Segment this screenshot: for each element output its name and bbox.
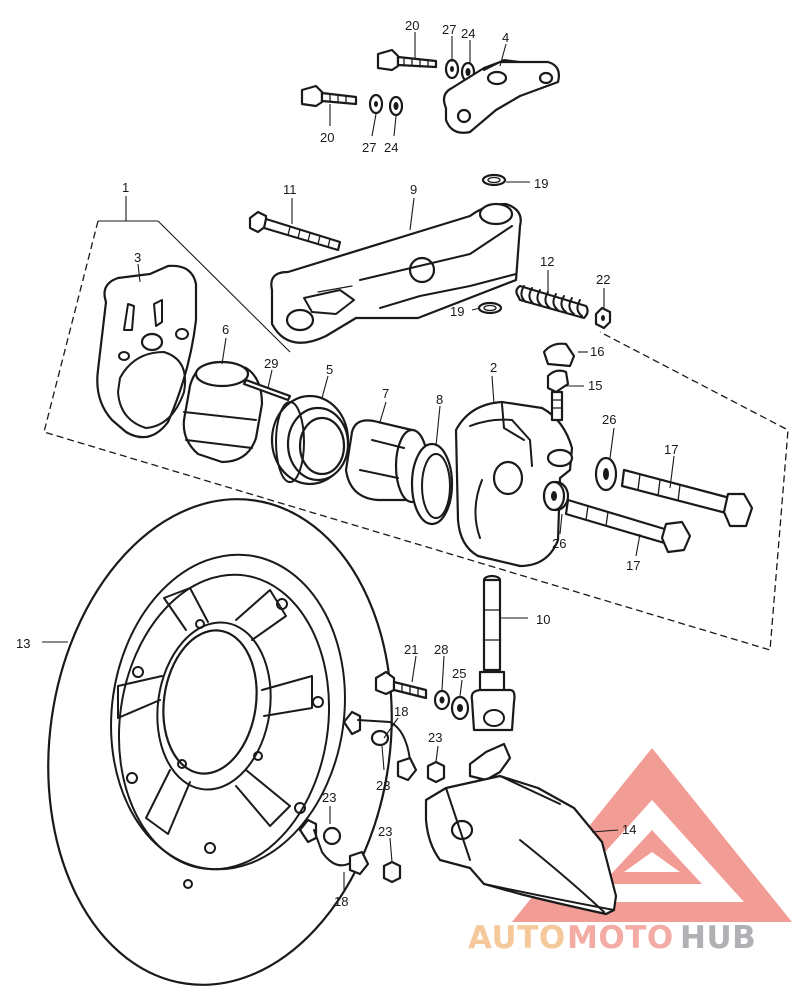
callout-18: 18: [334, 894, 348, 909]
callout-3: 3: [134, 250, 141, 265]
callout-5: 5: [326, 362, 333, 377]
o-ring-19-upper: [481, 173, 507, 187]
automotohub-wordmark: AUTO MOTO HUB: [468, 920, 756, 956]
callout-23: 23: [378, 824, 392, 839]
callout-23: 23: [428, 730, 442, 745]
disc-spokes: [117, 587, 313, 835]
callout-8: 8: [436, 392, 443, 407]
pad-3: [96, 264, 198, 439]
callout-12: 12: [540, 254, 554, 269]
caliper-bracket-9: [270, 202, 522, 344]
callout-27: 27: [442, 22, 456, 37]
callout-6: 6: [222, 322, 229, 337]
callout-9: 9: [410, 182, 417, 197]
callout-20: 20: [405, 18, 419, 33]
wordmark-hub: HUB: [680, 920, 756, 956]
callout-19: 19: [450, 304, 464, 319]
callout-11: 11: [283, 182, 297, 197]
leader-lines: [42, 32, 675, 892]
wordmark-auto: AUTO: [468, 920, 566, 956]
callout-15: 15: [588, 378, 602, 393]
callout-29: 29: [264, 356, 278, 371]
washer-26-lower: [542, 480, 566, 512]
callout-28: 28: [434, 642, 448, 657]
cap-16: [542, 342, 576, 368]
guard-14: [424, 742, 618, 916]
washer-24-lower: [388, 95, 404, 117]
clip-18-upper: [342, 710, 418, 782]
callout-7: 7: [382, 386, 389, 401]
callout-10: 10: [536, 612, 550, 627]
nut-23-upper: [426, 760, 446, 784]
callout-18: 18: [394, 704, 408, 719]
bleeder-15: [546, 369, 570, 422]
bracket-4: [442, 59, 560, 134]
callout-22: 22: [596, 272, 610, 287]
callout-20: 20: [320, 130, 334, 145]
logo-triangle-outer: [512, 748, 792, 922]
bolt-11: [248, 210, 342, 252]
callout-27: 27: [362, 140, 376, 155]
callout-25: 25: [452, 666, 466, 681]
wordmark-moto: MOTO: [567, 920, 674, 956]
callout-23: 23: [376, 778, 390, 793]
callout-21: 21: [404, 642, 418, 657]
callout-17: 17: [626, 558, 640, 573]
bolt-20-lower: [300, 84, 358, 108]
washer-27-lower: [368, 93, 384, 115]
callout-2: 2: [490, 360, 497, 375]
washer-27-upper: [444, 58, 460, 80]
bolt-21: [374, 670, 428, 700]
callout-24: 24: [461, 26, 475, 41]
o-ring-19-lower: [477, 301, 503, 315]
nut-23-lower: [382, 860, 402, 884]
pin-10: [470, 574, 516, 732]
washer-26-upper: [594, 456, 618, 492]
brake-disc-13: [47, 498, 393, 986]
pad-6: [182, 360, 264, 464]
pin-29: [242, 378, 292, 402]
nut-22: [594, 306, 612, 330]
callout-13: 13: [16, 636, 30, 651]
assembly-1-boundary: [43, 196, 789, 651]
bolt-17-lower: [564, 498, 692, 554]
seal-8: [410, 442, 454, 526]
bolt-17-upper: [620, 468, 754, 528]
callout-labels: 20 27 24 4 20 27 24 19 1 11 9 3 12 22 19…: [16, 18, 678, 909]
callout-1: 1: [122, 180, 129, 195]
callout-17: 17: [664, 442, 678, 457]
seal-5: [270, 394, 350, 486]
callout-16: 16: [590, 344, 604, 359]
callout-14: 14: [622, 822, 636, 837]
spring-12: [515, 284, 589, 320]
callout-26: 26: [552, 536, 566, 551]
washer-25: [450, 695, 470, 721]
callout-4: 4: [502, 30, 509, 45]
callout-26: 26: [602, 412, 616, 427]
bolt-20-upper: [376, 48, 438, 72]
callout-19: 19: [534, 176, 548, 191]
callout-24: 24: [384, 140, 398, 155]
clip-18-lower: [298, 818, 370, 876]
washer-28: [433, 689, 451, 711]
callout-23: 23: [322, 790, 336, 805]
